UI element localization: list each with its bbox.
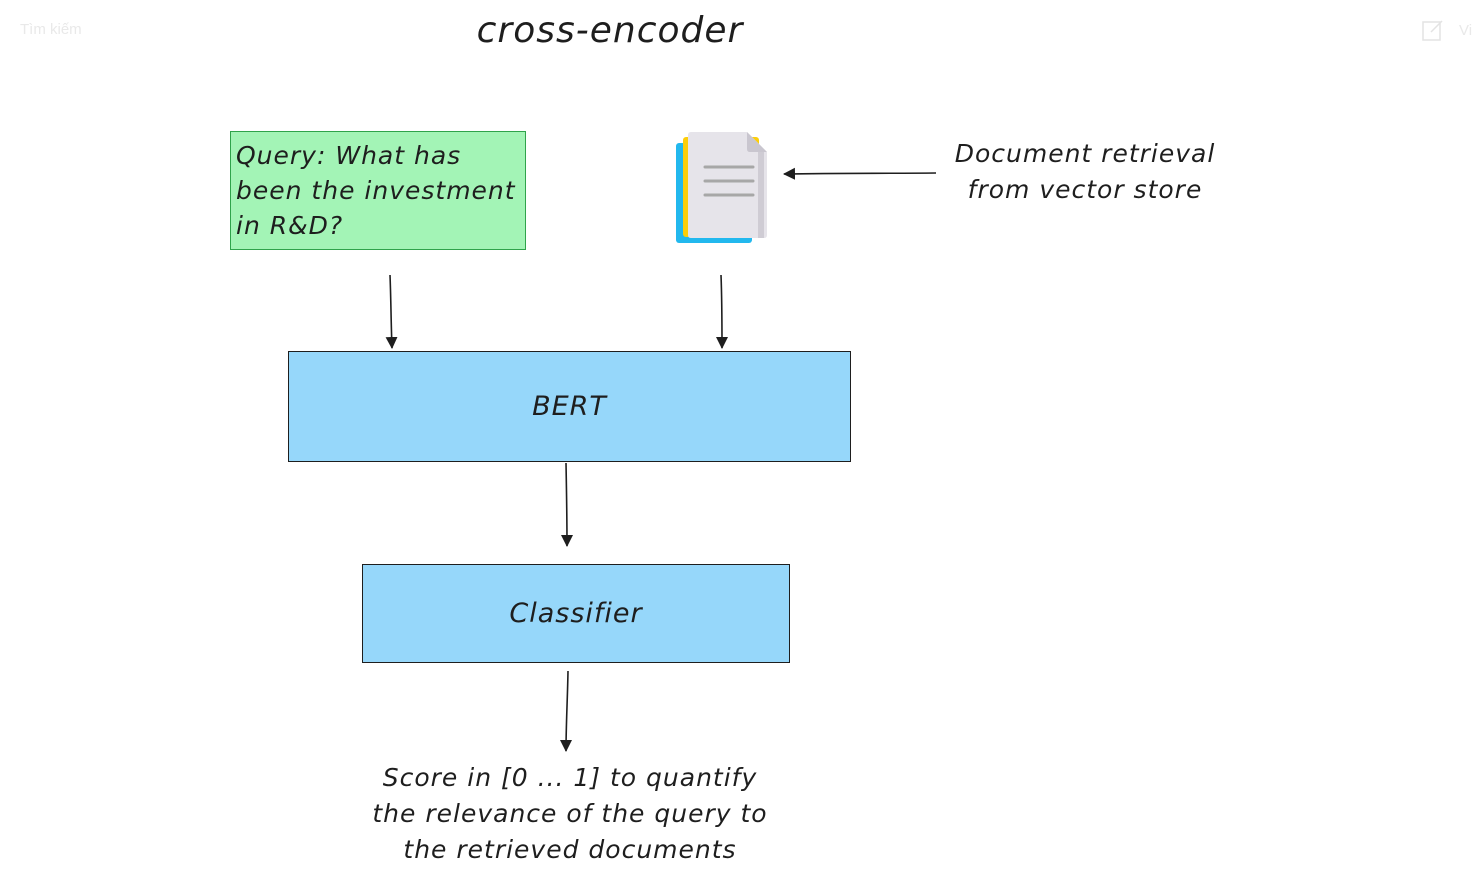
edit-toolbar[interactable]: Vi: [1421, 18, 1472, 42]
bert-block: BERT: [288, 351, 851, 462]
edit-icon[interactable]: [1421, 18, 1445, 42]
arrow-classifier-to-score: [560, 670, 573, 752]
classifier-block: Classifier: [362, 564, 790, 663]
arrow-retrieval-to-document: [783, 167, 937, 180]
score-output-label: Score in [0 ... 1] to quantify the relev…: [372, 763, 768, 864]
query-box: Query: What has been the investment in R…: [230, 131, 526, 250]
query-text: Query: What has been the investment in R…: [236, 141, 516, 240]
edit-label: Vi: [1459, 21, 1473, 39]
arrow-document-to-bert: [715, 274, 728, 349]
bert-label: BERT: [532, 391, 607, 422]
document-stack-icon: [673, 129, 773, 253]
document-retrieval-label: Document retrieval from vector store: [954, 139, 1216, 204]
search-placeholder[interactable]: Tìm kiếm: [20, 21, 82, 38]
classifier-label: Classifier: [509, 598, 643, 629]
arrow-bert-to-classifier: [560, 462, 573, 547]
arrow-query-to-bert: [385, 274, 398, 349]
diagram-title: cross-encoder: [476, 10, 744, 51]
